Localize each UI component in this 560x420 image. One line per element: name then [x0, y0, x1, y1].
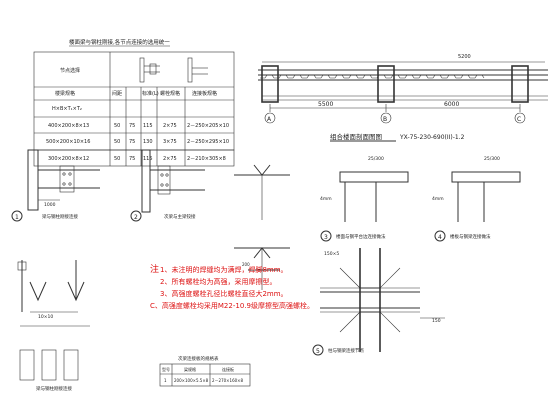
svg-text:300×200×8×12: 300×200×8×12 — [48, 156, 89, 162]
svg-text:115: 115 — [143, 156, 153, 162]
svg-text:50: 50 — [114, 139, 120, 145]
svg-text:连接板: 连接板 — [222, 366, 234, 372]
svg-text:130: 130 — [143, 139, 153, 145]
span-1: 5500 — [318, 101, 333, 108]
svg-text:115: 115 — [143, 123, 153, 129]
header-beam: 楼梁规格 — [55, 90, 75, 97]
table-row: 300×200×8×12 50 75 115 2×75 2－210×305×8 — [48, 156, 226, 162]
svg-text:50: 50 — [114, 156, 120, 162]
notes-lead: 注 — [150, 263, 159, 275]
section-title: 组合楼面剖面图图 — [330, 132, 382, 141]
header-spacing: 间距 — [112, 90, 122, 97]
svg-text:4mm: 4mm — [320, 196, 332, 202]
small-table-title: 次梁连接板的规格表 — [178, 355, 219, 362]
svg-text:2－250×205×10: 2－250×205×10 — [187, 123, 229, 129]
svg-text:150×5: 150×5 — [324, 251, 339, 257]
svg-text:25/300: 25/300 — [484, 156, 500, 162]
detail-label-4: 楼板与钢梁连接做法 — [450, 233, 491, 240]
detail-3: 25/300 4mm 3 楼面与钢平台边连接做法 — [320, 156, 409, 242]
section-code: YX-75-230-690(II)-1.2 — [399, 134, 465, 141]
detail-num-5: 5 — [316, 348, 320, 355]
node-sketch-b — [187, 57, 208, 83]
floor-section: 5200 5500 6000 A B C 组合楼面剖面图图 YX-75-230-… — [258, 54, 548, 142]
note-2: 2、所有螺栓均为高强，采用摩擦型。 — [160, 277, 276, 286]
axis-a: A — [267, 116, 272, 123]
svg-text:4mm: 4mm — [432, 196, 444, 202]
detail-num-3: 3 — [324, 234, 328, 241]
span-2: 6000 — [444, 101, 459, 108]
header-node: 节点选择 — [60, 67, 80, 74]
note-4: C、高强度螺栓均采用M22-10.9级摩擦型高强螺栓。 — [150, 301, 314, 310]
detail-4: 25/300 4mm 4 楼板与钢梁连接做法 — [432, 156, 521, 242]
header-plate: 连接板规格 — [192, 90, 217, 97]
detail-label-1: 梁与钢柱刚接连接 — [42, 213, 78, 220]
svg-text:1: 1 — [164, 378, 167, 383]
svg-text:25/300: 25/300 — [368, 156, 384, 162]
svg-text:3×75: 3×75 — [163, 139, 177, 145]
svg-text:50: 50 — [114, 123, 120, 129]
svg-text:10×10: 10×10 — [38, 314, 53, 320]
axis-c: C — [517, 116, 521, 123]
svg-text:150: 150 — [432, 318, 441, 324]
detail-num-1: 1 — [15, 214, 19, 221]
svg-text:75: 75 — [129, 123, 135, 129]
table-row: 500×200×10×16 50 75 130 3×75 2－250×295×1… — [46, 139, 229, 145]
table-title: 楼面梁与钢柱刚接,各节点连接的选用统一 — [69, 38, 170, 46]
detail-1: 1000 1 梁与钢柱刚接连接 — [11, 149, 100, 222]
note-3: 3、高强度螺栓孔径比螺栓直径大2mm。 — [160, 289, 288, 298]
detail-5: 150×5 150 5 柱与钢梁连接节点 — [312, 248, 445, 356]
header-bolt: 螺栓规格 — [160, 90, 180, 97]
bottom-left-detail: 10×10 梁与钢柱刚接连接 — [17, 260, 90, 392]
detail-label-3: 楼面与钢平台边连接做法 — [336, 233, 386, 240]
svg-text:2－250×295×10: 2－250×295×10 — [187, 139, 229, 145]
node-sketch-a — [139, 57, 160, 83]
detail-label-1b: 梁与钢柱刚接连接 — [36, 385, 72, 392]
dim-total-label: 5200 — [458, 54, 471, 60]
header-formula: H×B×T₁×T₂ — [52, 106, 82, 112]
header-std: 标准(L) — [142, 90, 159, 97]
svg-text:型号: 型号 — [162, 366, 170, 372]
notes-block: 注 1、未注明的焊缝均为满焊，焊脚8mm。 2、所有螺栓均为高强，采用摩擦型。 … — [150, 263, 314, 310]
svg-text:1000: 1000 — [44, 202, 56, 208]
svg-text:200: 200 — [242, 262, 250, 267]
svg-text:200×100×5.5×8: 200×100×5.5×8 — [174, 378, 209, 383]
svg-text:梁规格: 梁规格 — [184, 366, 196, 372]
detail-label-2: 次梁与主梁铰接 — [164, 213, 196, 220]
detail-num-4: 4 — [438, 234, 442, 241]
axis-b: B — [383, 116, 387, 123]
table-row: 400×200×8×13 50 75 115 2×75 2－250×205×10 — [48, 123, 229, 129]
svg-text:75: 75 — [129, 139, 135, 145]
detail-2: 2 次梁与主梁铰接 — [130, 149, 205, 222]
connection-table: 楼面梁与钢柱刚接,各节点连接的选用统一 节点选择 楼梁规格 间距 标准 — [33, 38, 235, 167]
note-1: 1、未注明的焊缝均为满焊，焊脚8mm。 — [160, 265, 288, 274]
svg-text:75: 75 — [129, 156, 135, 162]
detail-label-5: 柱与钢梁连接节点 — [328, 347, 364, 354]
center-details: 200 — [234, 164, 290, 290]
svg-text:500×200×10×16: 500×200×10×16 — [46, 139, 90, 145]
svg-text:400×200×8×13: 400×200×8×13 — [48, 123, 89, 129]
svg-text:2×75: 2×75 — [163, 123, 177, 129]
detail-num-2: 2 — [134, 214, 138, 221]
svg-text:2－270×160×8: 2－270×160×8 — [212, 378, 244, 383]
small-table: 次梁连接板的规格表 型号 梁规格 连接板 1 200×100×5.5×8 2－2… — [159, 355, 251, 387]
svg-text:2－210×305×8: 2－210×305×8 — [187, 156, 226, 162]
svg-text:2×75: 2×75 — [163, 156, 177, 162]
